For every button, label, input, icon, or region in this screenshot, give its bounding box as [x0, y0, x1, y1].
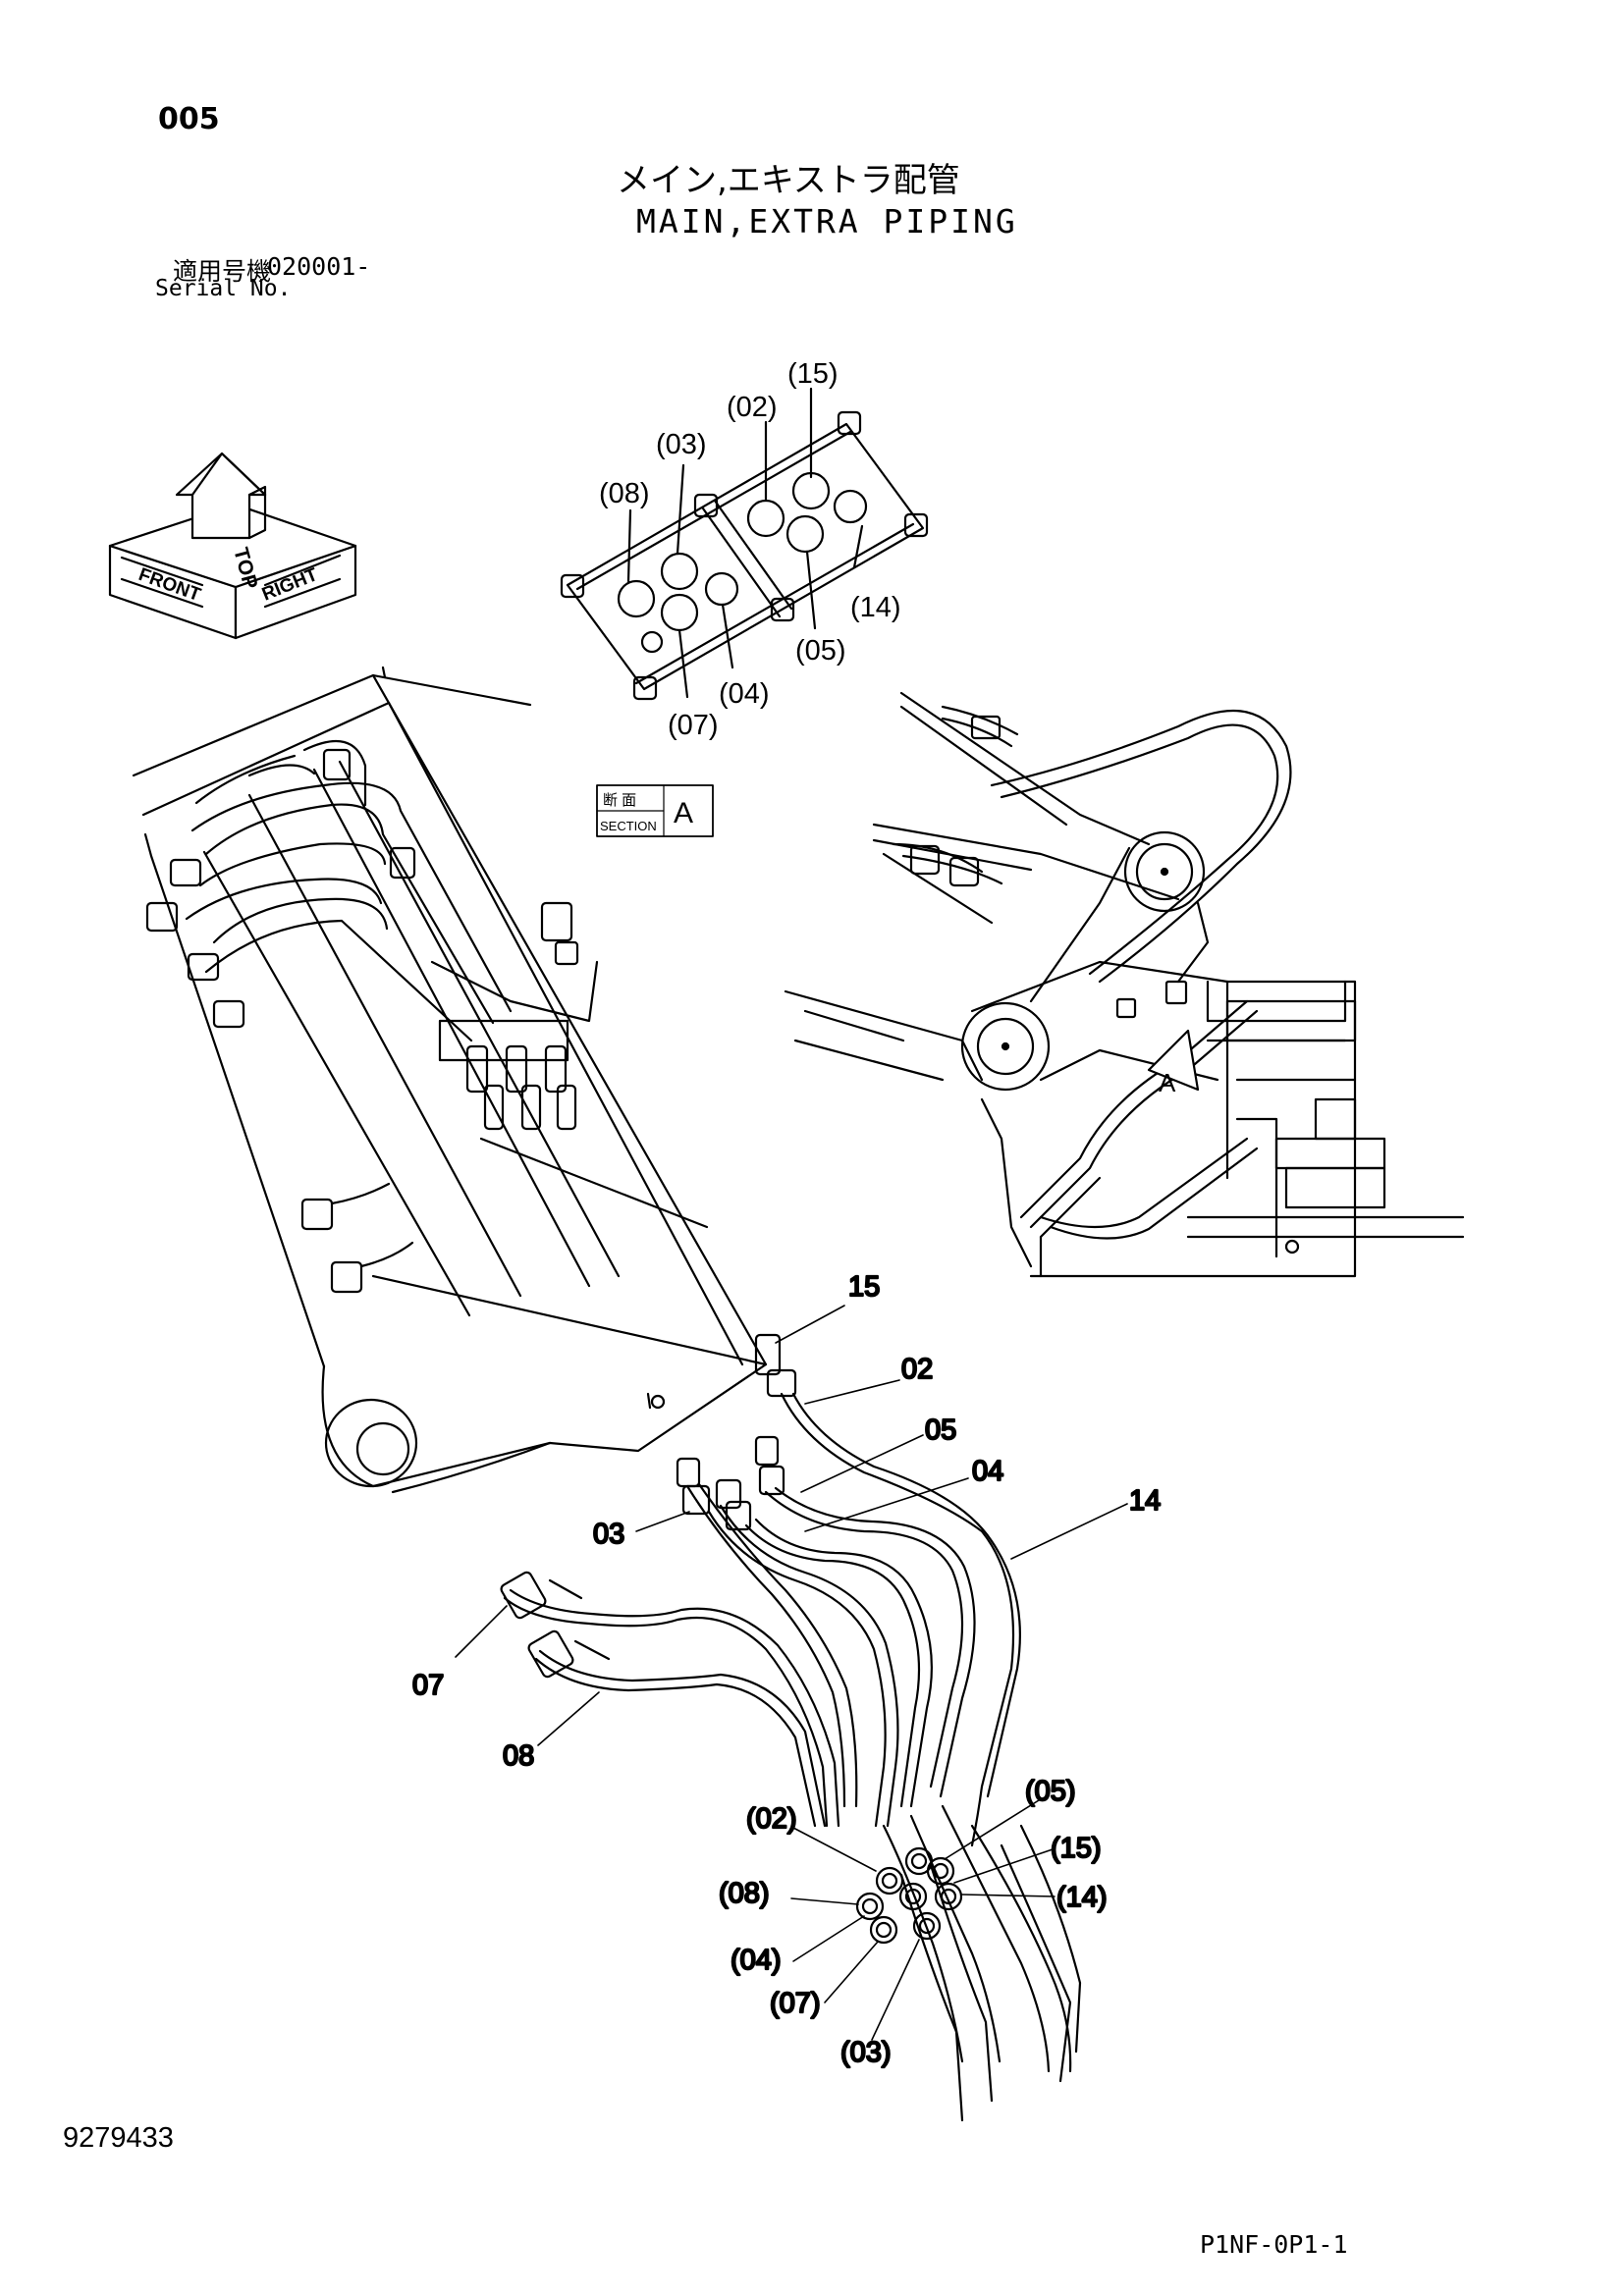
- end-callout-04: (04): [731, 1945, 782, 1976]
- sheet-code: P1NF-0P1-1: [1200, 2230, 1348, 2259]
- title-english: MAIN,EXTRA PIPING: [636, 202, 1018, 240]
- main-callouts: [455, 1305, 1128, 1746]
- serial-label-english: Serial No.: [155, 276, 292, 301]
- main-callout-08: 08: [503, 1740, 534, 1772]
- end-callout-15: (15): [1051, 1833, 1102, 1864]
- document-number: 9279433: [63, 2122, 174, 2154]
- boom-arm: [132, 666, 768, 1494]
- main-callout-02: 02: [901, 1354, 933, 1385]
- section-tag-en: SECTION: [600, 819, 657, 833]
- section-callout-14: (14): [850, 592, 901, 623]
- section-tag: 断 面 SECTION A: [596, 784, 714, 837]
- main-callout-07: 07: [412, 1670, 444, 1701]
- end-callout-03: (03): [840, 2037, 892, 2068]
- section-a-view: (15) (02) (03) (08) (14) (05) (04) (07): [560, 358, 929, 741]
- end-callout-05: (05): [1025, 1776, 1076, 1807]
- section-callout-07: (07): [668, 710, 719, 741]
- end-fittings: [855, 1846, 963, 1945]
- serial-label-japanese: 適用号機: [173, 257, 272, 286]
- boom-foot-detail: A: [784, 691, 1465, 1278]
- end-callout-07: (07): [770, 1988, 821, 2019]
- end-callout-14: (14): [1056, 1882, 1108, 1913]
- boom-side-fittings: [145, 739, 579, 1294]
- end-view-leaders: [790, 1799, 1056, 2041]
- section-callout-05: (05): [795, 635, 846, 667]
- main-callout-14: 14: [1129, 1485, 1161, 1517]
- main-callout-05: 05: [925, 1415, 956, 1446]
- title-japanese: メイン,エキストラ配管: [617, 161, 960, 200]
- main-callout-04: 04: [972, 1456, 1003, 1487]
- serial-value: 020001-: [267, 252, 371, 281]
- boom-section-marker: A: [1159, 1068, 1176, 1097]
- main-callout-15: 15: [848, 1271, 880, 1303]
- section-callout-02: (02): [727, 392, 778, 423]
- end-callout-02: (02): [746, 1803, 797, 1835]
- page-number: 005: [158, 102, 220, 136]
- hose-bundle: [500, 1333, 1082, 2122]
- section-callout-15: (15): [787, 358, 839, 390]
- section-tag-jp: 断 面: [603, 792, 636, 809]
- section-tag-letter: A: [674, 797, 693, 829]
- section-callout-03: (03): [656, 429, 707, 460]
- section-callout-04: (04): [719, 678, 770, 710]
- section-callout-08: (08): [599, 478, 650, 509]
- orientation-cube: TOP FRONT RIGHT: [108, 452, 357, 640]
- main-callout-03: 03: [593, 1519, 624, 1550]
- end-callout-08: (08): [719, 1878, 770, 1909]
